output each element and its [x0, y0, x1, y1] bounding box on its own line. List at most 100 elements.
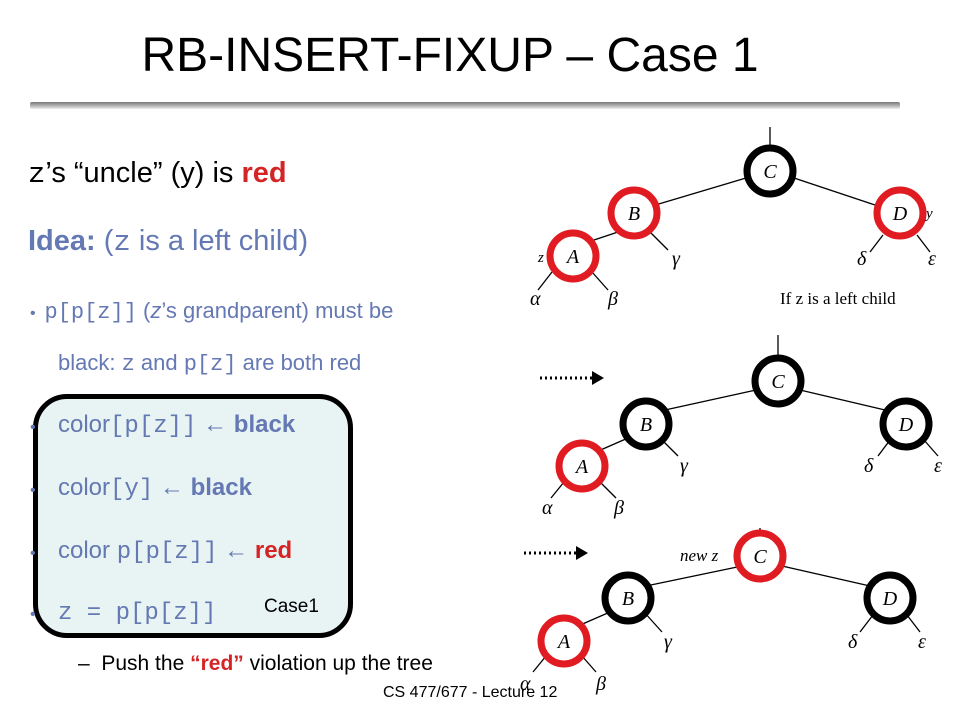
node-c-black — [751, 354, 805, 408]
greek-gamma: γ — [664, 631, 673, 653]
greek-gamma: γ — [680, 455, 689, 477]
case-label: Case1 — [264, 596, 319, 617]
node-d-label: D — [892, 203, 908, 225]
greek-alpha: α — [542, 497, 553, 519]
code-pz: [p[z]] — [110, 413, 197, 440]
greek-epsilon: ε — [934, 455, 942, 477]
var-z: z — [28, 158, 46, 191]
transition-arrow-2 — [524, 546, 588, 560]
bullet-dot: • — [30, 482, 36, 499]
node-d-black — [879, 397, 933, 451]
title-divider — [30, 102, 900, 109]
z-pointer-label: z — [537, 250, 544, 266]
bullet-dot: • — [30, 545, 36, 562]
left-child-text: is a left child) — [130, 225, 309, 257]
bullet-grandparent-cont: black: z and p[z] are both red — [58, 350, 361, 377]
node-b-red — [607, 186, 661, 240]
color-word: color — [58, 537, 117, 564]
node-c-label: C — [771, 371, 785, 393]
new-z-label: new z — [680, 546, 719, 565]
and-text: and — [134, 350, 184, 375]
greek-delta: δ — [848, 631, 858, 653]
greek-gamma: γ — [672, 248, 681, 270]
greek-beta: β — [607, 288, 618, 310]
both-red-text: are both red — [236, 350, 362, 375]
node-a-red — [546, 229, 600, 283]
node-b-label: B — [628, 203, 640, 225]
greek-delta: δ — [864, 455, 874, 477]
bullet-dot: • — [30, 419, 36, 436]
code-z-assign: z = p[p[z]] — [58, 600, 217, 627]
greek-beta: β — [613, 497, 624, 519]
uncle-text: ’s “uncle” (y) is — [45, 157, 242, 189]
node-d-red — [873, 186, 927, 240]
top-tree: C B D A z y α β γ δ ε If z is a left chi… — [530, 127, 936, 310]
var-z: z — [113, 226, 131, 259]
red-quoted: “red” — [190, 652, 244, 675]
bullet-dot: • — [30, 606, 36, 623]
paren-open: ( — [136, 298, 151, 323]
tree-caption: If z is a left child — [780, 289, 896, 308]
bullet-grandparent: • p[p[z]] (z’s grandparent) must be — [30, 298, 393, 325]
code-pz: p[z] — [183, 352, 237, 377]
var-z: z — [150, 298, 162, 323]
bottom-tree: C B D A new z α β γ δ ε — [520, 528, 926, 695]
paren-open: ( — [95, 225, 114, 257]
node-a-label: A — [565, 246, 580, 268]
red-word: red — [241, 157, 287, 189]
greek-alpha: α — [520, 673, 531, 695]
uncle-red-statement: z’s “uncle” (y) is red — [28, 157, 287, 191]
transition-arrow-1 — [540, 371, 604, 385]
node-d-label: D — [898, 414, 914, 436]
assign-arrow: ← — [196, 411, 234, 438]
idea-label: Idea: — [28, 225, 96, 257]
slide-footer: CS 477/677 - Lecture 12 — [383, 684, 558, 701]
node-b-label: B — [622, 588, 634, 610]
node-d-label: D — [882, 588, 898, 610]
push-text: Push the — [101, 652, 191, 675]
color-word: color — [58, 411, 111, 438]
idea-line: Idea: (z is a left child) — [28, 225, 308, 259]
node-a-label: A — [574, 456, 589, 478]
color-word: color — [58, 474, 111, 501]
greek-epsilon: ε — [928, 248, 936, 270]
greek-alpha: α — [530, 288, 541, 310]
var-z: z — [121, 352, 135, 377]
node-b-black — [619, 397, 673, 451]
grandparent-text: ’s grandparent) must be — [161, 298, 394, 323]
case1-highlight-box — [33, 394, 353, 638]
node-d-black — [863, 571, 917, 625]
violation-text: violation up the tree — [243, 652, 433, 675]
black-text: black: — [58, 350, 122, 375]
greek-delta: δ — [857, 248, 867, 270]
y-pointer-label: y — [924, 206, 933, 222]
assign-arrow: ← — [153, 474, 191, 501]
code-ppz: p[p[z]] — [44, 300, 137, 325]
dash: – — [78, 652, 90, 675]
greek-beta: β — [595, 673, 606, 695]
node-b-label: B — [640, 414, 652, 436]
bullet-color-ppz: • color p[p[z]] ← red — [30, 537, 292, 566]
middle-tree: C B D A α β γ δ ε — [542, 335, 942, 519]
red-value: red — [254, 537, 293, 564]
greek-epsilon: ε — [918, 631, 926, 653]
bullet-dot: • — [30, 305, 45, 322]
node-a-red — [537, 614, 591, 668]
black-value: black — [190, 474, 252, 501]
bullet-color-pz: • color[p[z]] ← black — [30, 411, 295, 440]
node-a-red — [555, 439, 609, 493]
node-c-label: C — [753, 546, 767, 568]
node-c-red — [733, 529, 787, 583]
node-c-black — [743, 144, 797, 198]
assign-arrow: ← — [217, 537, 255, 564]
code-ppz: p[p[z]] — [116, 539, 218, 566]
bullet-color-y: • color[y] ← black — [30, 474, 252, 503]
slide-title: RB-INSERT-FIXUP – Case 1 — [141, 29, 759, 82]
bullet-z-assign: • z = p[p[z]] — [30, 598, 216, 627]
code-y: [y] — [110, 476, 154, 503]
node-c-label: C — [763, 161, 777, 183]
black-value: black — [233, 411, 296, 438]
node-a-label: A — [556, 631, 571, 653]
node-b-black — [601, 571, 655, 625]
